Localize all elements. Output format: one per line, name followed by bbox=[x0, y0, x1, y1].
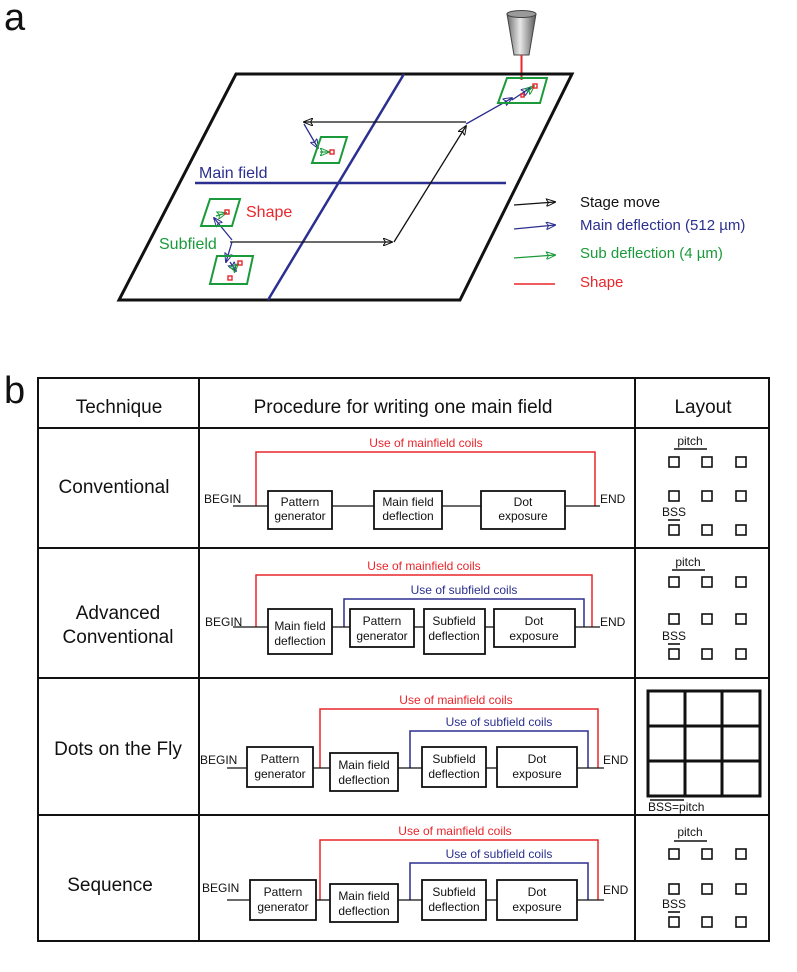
stage-move-path bbox=[230, 122, 466, 242]
technique-conventional: Conventional bbox=[59, 477, 170, 498]
main-field-deflection-label-2: deflection bbox=[338, 904, 389, 918]
pattern-generator-label: Pattern bbox=[363, 614, 402, 628]
coil-main-label: Use of mainfield coils bbox=[369, 436, 482, 450]
layout-stitched-grid-dots-on-the-fly bbox=[646, 689, 762, 801]
begin-label: BEGIN bbox=[202, 881, 239, 895]
dot-exposure-label-2: exposure bbox=[512, 900, 562, 914]
coil-main-label: Use of mainfield coils bbox=[398, 824, 511, 838]
subfield-deflection-label-2: deflection bbox=[428, 767, 479, 781]
legend-stage-move: Stage move bbox=[580, 194, 660, 211]
layout-dot-grid-advanced bbox=[668, 569, 747, 660]
dot-exposure-label-2: exposure bbox=[509, 629, 559, 643]
subfield-squares bbox=[199, 77, 549, 285]
subfield-deflection-label: Subfield bbox=[432, 885, 475, 899]
coil-sub-label: Use of subfield coils bbox=[411, 583, 518, 597]
layout-bss-pitch-label: BSS=pitch bbox=[648, 800, 704, 814]
legend-shape: Shape bbox=[580, 274, 623, 291]
pattern-generator-label-2: generator bbox=[356, 629, 407, 643]
layout-pitch-label: pitch bbox=[677, 825, 702, 839]
wafer-plane bbox=[116, 72, 575, 302]
main-field-deflection-label-2: deflection bbox=[274, 634, 325, 648]
layout-dot-grid-sequence bbox=[668, 840, 747, 928]
subfield-deflection-label: Subfield bbox=[432, 752, 475, 766]
layout-bss-label: BSS bbox=[662, 629, 686, 643]
end-label: END bbox=[600, 492, 626, 506]
technique-advanced-line2: Conventional bbox=[63, 627, 174, 648]
technique-dots-on-the-fly: Dots on the Fly bbox=[54, 739, 182, 760]
panel-b-letter: b bbox=[4, 370, 25, 412]
pattern-generator-label-2: generator bbox=[274, 509, 325, 523]
dot-exposure-label-2: exposure bbox=[498, 509, 548, 523]
main-field-deflection-label-2: deflection bbox=[382, 509, 433, 523]
subfield-label: Subfield bbox=[159, 236, 217, 253]
begin-label: BEGIN bbox=[200, 753, 237, 767]
end-label: END bbox=[603, 883, 629, 897]
shape-label: Shape bbox=[246, 204, 292, 221]
technique-sequence: Sequence bbox=[67, 875, 153, 896]
main-field-deflection-label-2: deflection bbox=[338, 773, 389, 787]
begin-label: BEGIN bbox=[205, 615, 242, 629]
electron-gun-icon bbox=[506, 10, 537, 80]
legend: Stage move Main deflection (512 µm) Sub … bbox=[513, 194, 745, 291]
dot-exposure-label-2: exposure bbox=[512, 767, 562, 781]
layout-bss-label: BSS bbox=[662, 505, 686, 519]
shape-marks bbox=[224, 83, 538, 281]
pattern-generator-label: Pattern bbox=[261, 752, 300, 766]
pattern-generator-label: Pattern bbox=[264, 885, 303, 899]
layout-pitch-label: pitch bbox=[675, 555, 700, 569]
dot-exposure-label: Dot bbox=[525, 614, 544, 628]
main-field-label: Main field bbox=[199, 165, 267, 182]
layout-pitch-label: pitch bbox=[677, 434, 702, 448]
dot-exposure-label: Dot bbox=[514, 495, 533, 509]
legend-sub-deflection: Sub deflection (4 µm) bbox=[580, 245, 723, 262]
legend-main-deflection: Main deflection (512 µm) bbox=[580, 217, 745, 234]
flow-row-advanced-conventional: Use of mainfield coils Use of subfield c… bbox=[205, 559, 626, 655]
header-procedure: Procedure for writing one main field bbox=[254, 397, 553, 418]
dot-exposure-label: Dot bbox=[528, 885, 547, 899]
coil-main-label: Use of mainfield coils bbox=[399, 693, 512, 707]
subfield-deflection-label-2: deflection bbox=[428, 900, 479, 914]
end-label: END bbox=[603, 753, 629, 767]
layout-bss-label: BSS bbox=[662, 897, 686, 911]
dot-exposure-label: Dot bbox=[528, 752, 547, 766]
coil-sub-label: Use of subfield coils bbox=[446, 715, 553, 729]
layout-dot-grid-conventional bbox=[668, 448, 747, 536]
flow-row-sequence: Use of mainfield coils Use of subfield c… bbox=[202, 824, 629, 923]
flow-row-dots-on-the-fly: Use of mainfield coils Use of subfield c… bbox=[200, 693, 629, 792]
pattern-generator-label-2: generator bbox=[257, 900, 308, 914]
pattern-generator-label: Pattern bbox=[281, 495, 320, 509]
main-field-deflection-label: Main field bbox=[338, 758, 389, 772]
header-technique: Technique bbox=[76, 397, 163, 418]
subfield-deflection-label: Subfield bbox=[432, 614, 475, 628]
main-field-deflection-label: Main field bbox=[338, 889, 389, 903]
end-label: END bbox=[600, 615, 626, 629]
technique-table bbox=[37, 377, 770, 942]
flow-row-conventional: Use of mainfield coils BEGIN END Pattern… bbox=[204, 436, 626, 530]
main-field-deflection-label: Main field bbox=[274, 619, 325, 633]
begin-label: BEGIN bbox=[204, 492, 241, 506]
header-layout: Layout bbox=[674, 397, 732, 418]
main-field-deflection-label: Main field bbox=[382, 495, 433, 509]
coil-main-label: Use of mainfield coils bbox=[367, 559, 480, 573]
technique-advanced-line1: Advanced bbox=[76, 603, 161, 624]
panel-a-letter: a bbox=[4, 0, 26, 39]
subfield-deflection-label-2: deflection bbox=[428, 629, 479, 643]
coil-sub-label: Use of subfield coils bbox=[446, 847, 553, 861]
pattern-generator-label-2: generator bbox=[254, 767, 305, 781]
